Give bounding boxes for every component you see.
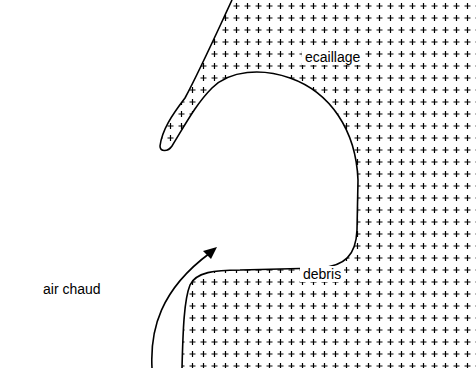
region-label: debris — [300, 266, 344, 282]
arrow-head — [203, 247, 217, 259]
material-region — [160, 0, 476, 368]
region-label: ecaillage — [302, 49, 363, 65]
flow-label: air chaud — [40, 281, 104, 297]
hot-air-arrow — [152, 253, 210, 368]
